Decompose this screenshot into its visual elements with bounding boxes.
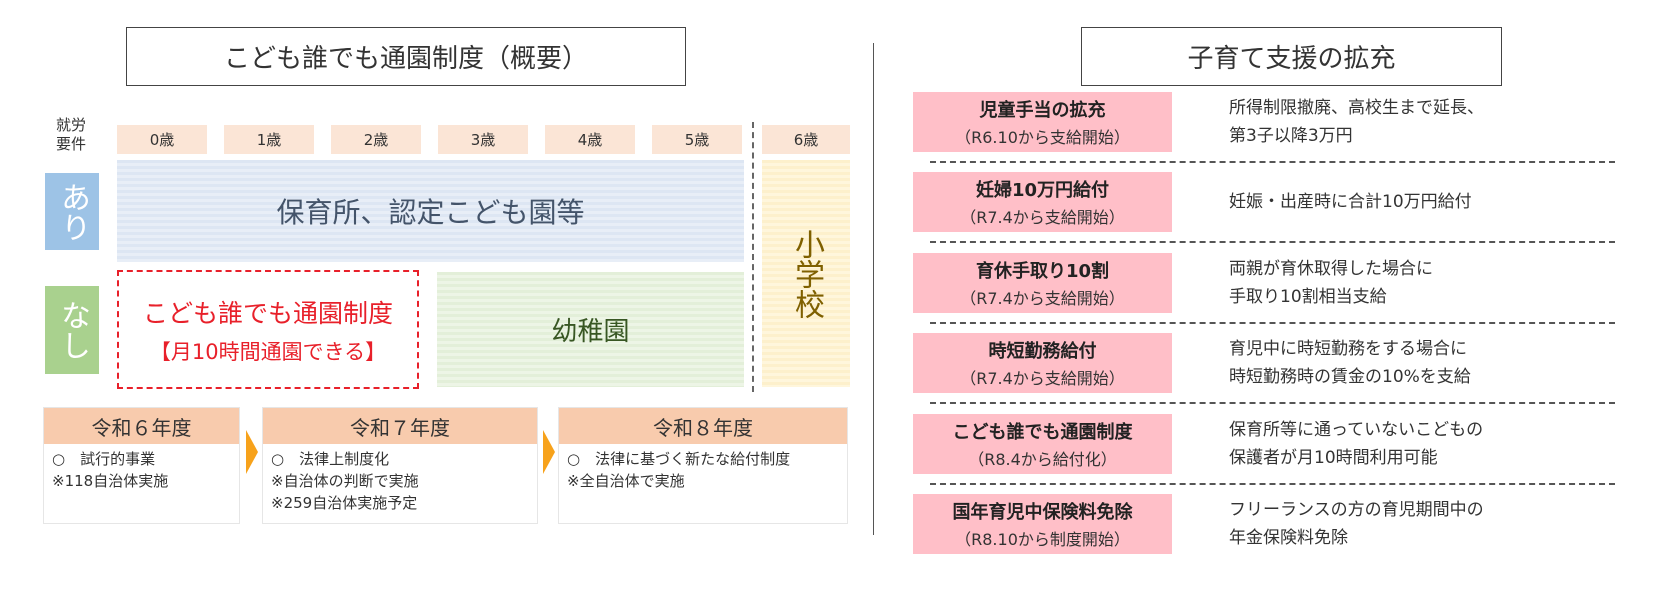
age-4: 4歳 xyxy=(545,125,635,154)
right-title: 子育て支援の拡充 xyxy=(1081,27,1502,86)
support-item-name: 時短勤務給付 xyxy=(988,341,1097,362)
age-2: 2歳 xyxy=(331,125,421,154)
scheme-title: こども誰でも通園制度 xyxy=(142,298,393,328)
yes-label: あり xyxy=(45,173,99,250)
age-3: 3歳 xyxy=(438,125,528,154)
scheme-subtitle: 【月10時間通園できる】 xyxy=(149,339,387,364)
row-divider xyxy=(930,483,1615,485)
support-item-desc-line: 年金保険料免除 xyxy=(1229,528,1348,548)
timeline-card: 令和８年度 ○ 法律に基づく新たな給付制度 ※全自治体で実施 xyxy=(558,407,848,524)
age-6: 6歳 xyxy=(762,125,850,154)
support-item-desc-line: 時短勤務時の賃金の10%を支給 xyxy=(1229,367,1471,387)
timeline-card: 令和７年度 ○ 法律上制度化 ※自治体の判断で実施 ※259自治体実施予定 xyxy=(262,407,538,524)
support-item-name: 妊婦10万円給付 xyxy=(975,180,1110,201)
timeline-line: ※259自治体実施予定 xyxy=(271,494,418,512)
support-item-desc-line: フリーランスの方の育児期間中の xyxy=(1229,500,1484,520)
support-item-label: 育休手取り10割 （R7.4から支給開始） xyxy=(913,253,1172,313)
support-item-when: （R8.10から制度開始） xyxy=(955,530,1130,549)
support-item-desc: 所得制限撤廃、高校生まで延長、第3子以降3万円 xyxy=(1229,92,1649,152)
support-item-desc-line: 育児中に時短勤務をする場合に xyxy=(1229,339,1467,359)
support-item-when: （R7.4から支給開始） xyxy=(960,289,1125,308)
support-item-name: 児童手当の拡充 xyxy=(979,100,1106,121)
support-item-label: こども誰でも通園制度 （R8.4から給付化） xyxy=(913,414,1172,474)
support-item-label: 時短勤務給付 （R7.4から支給開始） xyxy=(913,333,1172,393)
timeline-line: ※自治体の判断で実施 xyxy=(271,472,419,490)
support-item-desc: 両親が育休取得した場合に手取り10割相当支給 xyxy=(1229,253,1649,313)
age-divider xyxy=(752,122,754,392)
timeline-line: ※118自治体実施 xyxy=(52,472,169,490)
age-5: 5歳 xyxy=(652,125,742,154)
nursery-band: 保育所、認定こども園等 xyxy=(117,160,744,262)
age-0: 0歳 xyxy=(117,125,207,154)
row-divider xyxy=(930,322,1615,324)
timeline-year: 令和７年度 xyxy=(263,408,537,444)
row-divider xyxy=(930,241,1615,243)
support-item-desc: フリーランスの方の育児期間中の年金保険料免除 xyxy=(1229,494,1649,554)
support-item-label: 児童手当の拡充 （R6.10から支給開始） xyxy=(913,92,1172,152)
support-item-desc: 育児中に時短勤務をする場合に時短勤務時の賃金の10%を支給 xyxy=(1229,333,1649,393)
left-title: こども誰でも通園制度（概要） xyxy=(126,27,686,86)
timeline-line: ○ 法律に基づく新たな給付制度 xyxy=(567,450,791,468)
support-item-when: （R8.4から給付化） xyxy=(968,450,1117,469)
timeline-line: ○ 法律上制度化 xyxy=(271,450,390,468)
no-label: なし xyxy=(45,286,99,374)
timeline-year: 令和８年度 xyxy=(559,408,847,444)
timeline-line: ○ 試行的事業 xyxy=(52,450,156,468)
elementary-band: 小学校 xyxy=(762,160,850,387)
timeline-year: 令和６年度 xyxy=(44,408,239,444)
timeline-line: ※全自治体で実施 xyxy=(567,472,685,490)
row-divider xyxy=(930,402,1615,404)
support-item-name: 育休手取り10割 xyxy=(975,261,1110,282)
support-item-label: 国年育児中保険料免除 （R8.10から制度開始） xyxy=(913,494,1172,554)
row-divider xyxy=(930,161,1615,163)
support-item-desc: 保育所等に通っていないこどもの保護者が月10時間利用可能 xyxy=(1229,414,1649,474)
kindergarten-band: 幼稚園 xyxy=(437,272,744,387)
support-item-when: （R7.4から支給開始） xyxy=(960,208,1125,227)
support-item-when: （R6.10から支給開始） xyxy=(955,128,1130,147)
support-item-desc-line: 所得制限撤廃、高校生まで延長、 xyxy=(1229,98,1484,118)
support-item-desc-line: 妊娠・出産時に合計10万円給付 xyxy=(1229,192,1472,212)
work-requirement-label: 就労 要件 xyxy=(55,116,86,153)
support-item-when: （R7.4から支給開始） xyxy=(960,369,1125,388)
timeline-card: 令和６年度 ○ 試行的事業 ※118自治体実施 xyxy=(43,407,240,524)
scheme-box: こども誰でも通園制度 【月10時間通園できる】 xyxy=(117,270,419,389)
section-divider xyxy=(873,43,874,535)
arrow-right-icon xyxy=(543,430,555,474)
age-1: 1歳 xyxy=(224,125,314,154)
support-item-desc-line: 保護者が月10時間利用可能 xyxy=(1229,448,1438,468)
support-item-desc: 妊娠・出産時に合計10万円給付 xyxy=(1229,172,1649,232)
support-item-desc-line: 保育所等に通っていないこどもの xyxy=(1229,420,1484,440)
support-item-name: 国年育児中保険料免除 xyxy=(952,502,1133,523)
support-item-desc-line: 両親が育休取得した場合に xyxy=(1229,259,1433,279)
arrow-right-icon xyxy=(246,430,258,474)
support-item-desc-line: 手取り10割相当支給 xyxy=(1229,287,1387,307)
support-item-label: 妊婦10万円給付 （R7.4から支給開始） xyxy=(913,172,1172,232)
support-item-name: こども誰でも通園制度 xyxy=(952,422,1133,443)
support-item-desc-line: 第3子以降3万円 xyxy=(1229,126,1353,146)
